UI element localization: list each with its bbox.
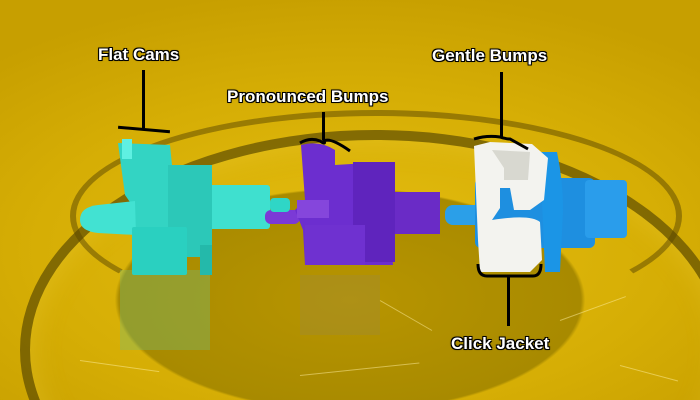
white-click-jacket [474, 142, 548, 272]
purple-stem [265, 143, 440, 265]
callout-line-click-jacket [507, 276, 510, 326]
callout-line-gentle-bumps [500, 72, 503, 138]
teal-reflection [120, 270, 210, 350]
callout-line-pronounced-bumps [322, 112, 325, 140]
callout-brace-gentle-bumps [473, 134, 529, 151]
teal-stem [80, 139, 270, 275]
purple-reflection [300, 275, 380, 335]
callout-brace-click-jacket [476, 263, 543, 278]
callout-line-flat-cams [142, 70, 145, 128]
label-flat-cams: Flat Cams [98, 45, 180, 64]
callout-brace-pronounced-bumps [299, 137, 351, 153]
glass-rim-inner [70, 110, 682, 322]
label-click-jacket: Click Jacket [451, 334, 550, 353]
label-gentle-bumps: Gentle Bumps [432, 46, 548, 65]
label-pronounced-bumps: Pronounced Bumps [227, 87, 389, 106]
teal-connector [270, 198, 290, 212]
